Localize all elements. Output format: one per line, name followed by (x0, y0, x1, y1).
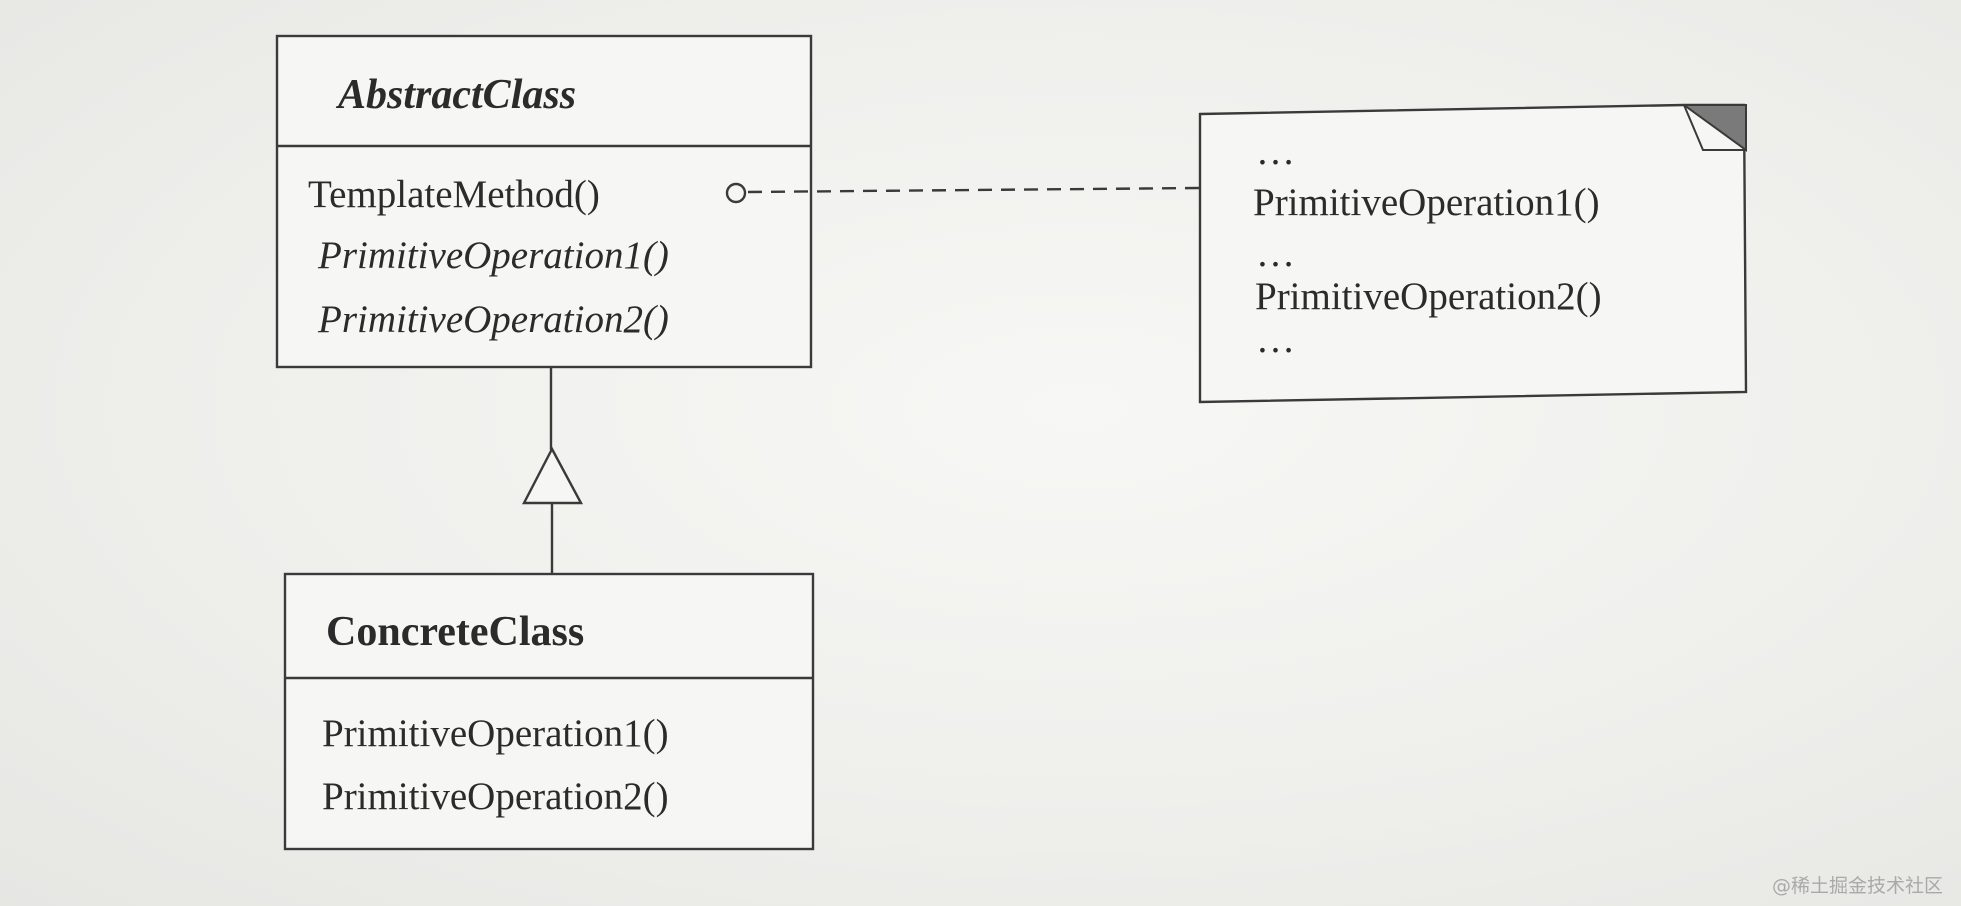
note-frame (1198, 103, 1748, 404)
concrete-class-frame (283, 572, 815, 851)
note-line-2: PrimitiveOperation1() (1253, 181, 1600, 224)
abstract-op-primitive-2: PrimitiveOperation2() (317, 298, 669, 341)
note-anchor-circle (725, 182, 747, 204)
note-line-4: PrimitiveOperation2() (1255, 275, 1602, 318)
note-line-3: … (1256, 232, 1295, 275)
concrete-class-name: ConcreteClass (326, 609, 584, 655)
note-line-5: … (1256, 318, 1295, 361)
inheritance-arrow (522, 367, 584, 574)
abstract-class-name: AbstractClass (335, 72, 576, 118)
concrete-op-primitive-1: PrimitiveOperation1() (322, 712, 669, 755)
inheritance-triangle-icon (522, 446, 584, 505)
watermark-text: @稀土掘金技术社区 (1771, 875, 1943, 897)
abstract-op-template-method: TemplateMethod() (308, 173, 600, 216)
abstract-op-primitive-1: PrimitiveOperation1() (317, 234, 669, 277)
abstract-class-frame (275, 34, 813, 369)
concrete-op-primitive-2: PrimitiveOperation2() (322, 775, 669, 818)
note-box: … PrimitiveOperation1() … PrimitiveOpera… (1198, 103, 1748, 404)
note-line-1: … (1256, 130, 1295, 173)
note-fold-corner (1680, 104, 1747, 152)
note-connector-dashed-line (747, 186, 1201, 194)
concrete-class-box: ConcreteClass PrimitiveOperation1() Prim… (283, 572, 815, 851)
note-fold-edge (1683, 104, 1746, 151)
abstract-class-box: AbstractClass TemplateMethod() Primitive… (275, 34, 813, 369)
